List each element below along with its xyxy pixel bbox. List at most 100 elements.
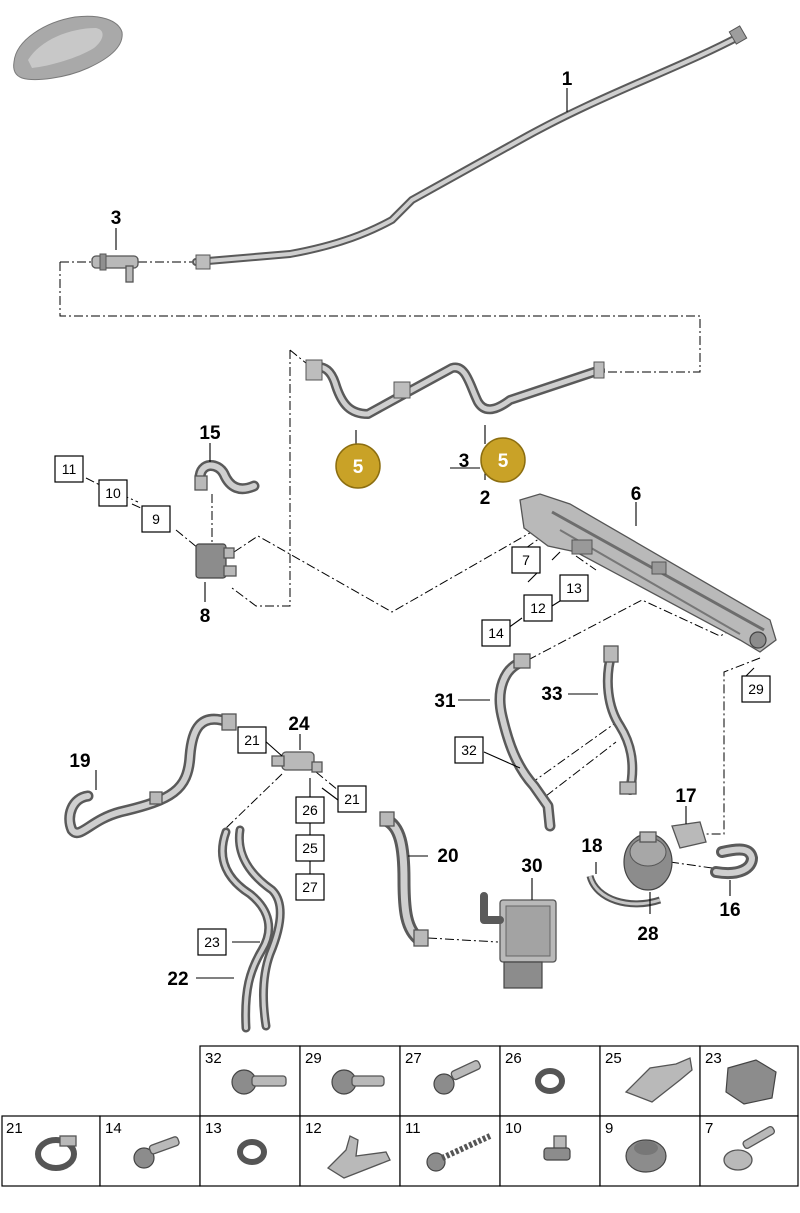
label-20: 20 xyxy=(437,846,458,867)
label-18: 18 xyxy=(581,836,602,857)
table-row-1: 32 29 27 26 25 23 xyxy=(199,1045,799,1117)
boxed-label-7: 7 xyxy=(511,546,541,574)
boxed-label-32: 32 xyxy=(454,736,484,764)
svg-text:29: 29 xyxy=(748,681,764,697)
label-30: 30 xyxy=(521,856,542,877)
cell-label: 27 xyxy=(405,1050,422,1067)
screw-icon xyxy=(331,1069,385,1095)
connection-lines xyxy=(59,261,761,943)
valve-8 xyxy=(195,543,237,579)
svg-text:10: 10 xyxy=(105,485,121,501)
sensor-icon xyxy=(624,1057,693,1103)
label-31: 31 xyxy=(434,691,456,712)
label-6: 6 xyxy=(631,484,642,505)
label-8: 8 xyxy=(200,606,211,627)
svg-text:14: 14 xyxy=(488,625,504,641)
hose-16 xyxy=(710,843,758,879)
boxed-label-29: 29 xyxy=(741,675,771,703)
boxed-label-11: 11 xyxy=(54,455,84,483)
boxed-labels: 11 10 9 7 13 12 14 29 32 21 21 26 25 27 … xyxy=(54,455,771,956)
leader-lines xyxy=(95,88,755,979)
svg-text:11: 11 xyxy=(62,461,77,477)
label-15: 15 xyxy=(199,423,221,444)
svg-text:32: 32 xyxy=(461,742,477,758)
hose-33 xyxy=(602,645,638,795)
label-33: 33 xyxy=(541,684,562,705)
label-2: 2 xyxy=(480,488,491,509)
screw-icon xyxy=(133,1136,180,1169)
pump-28 xyxy=(623,831,673,891)
coolant-rail-6 xyxy=(519,493,777,653)
svg-text:12: 12 xyxy=(530,600,546,616)
svg-text:21: 21 xyxy=(244,732,260,748)
label-3-group: 3 xyxy=(459,451,470,472)
svg-text:27: 27 xyxy=(302,879,318,895)
boxed-label-27: 27 xyxy=(295,873,325,901)
cell-label: 23 xyxy=(705,1050,722,1067)
svg-text:13: 13 xyxy=(566,580,582,596)
svg-text:26: 26 xyxy=(302,802,318,818)
label-19: 19 xyxy=(69,751,90,772)
table-row-2: 21 14 13 12 11 10 9 7 xyxy=(1,1115,799,1187)
nut-icon xyxy=(725,1059,777,1105)
label-16: 16 xyxy=(719,900,740,921)
car-silhouette-icon xyxy=(13,15,123,81)
bracket-bolt-icon xyxy=(326,1135,391,1179)
label-28: 28 xyxy=(637,924,658,945)
cell-label: 10 xyxy=(505,1120,522,1137)
boxed-label-14: 14 xyxy=(481,619,511,647)
parts-table: 32 29 27 26 25 23 21 14 13 xyxy=(1,1045,799,1187)
svg-text:5: 5 xyxy=(498,451,509,472)
boxed-label-25: 25 xyxy=(295,834,325,862)
self-tapping-screw-icon xyxy=(426,1133,492,1172)
heat-exchanger-30 xyxy=(480,892,557,989)
cell-label: 26 xyxy=(505,1050,522,1067)
svg-text:5: 5 xyxy=(353,457,364,478)
hose-19 xyxy=(64,713,237,839)
screw-icon xyxy=(433,1060,481,1095)
label-17: 17 xyxy=(675,786,696,807)
boxed-label-13: 13 xyxy=(559,574,589,602)
sealing-ring-icon xyxy=(237,1139,267,1165)
boxed-label-23: 23 xyxy=(197,928,227,956)
cell-label: 25 xyxy=(605,1050,622,1067)
boxed-label-9: 9 xyxy=(141,505,171,533)
hose-20 xyxy=(379,811,429,947)
part-labels: 1 3 3 2 6 15 8 31 33 24 19 17 18 20 30 1… xyxy=(69,69,740,990)
coolant-pipe-1 xyxy=(192,25,748,270)
svg-text:7: 7 xyxy=(522,552,530,568)
boxed-label-10: 10 xyxy=(98,479,128,507)
cell-label: 29 xyxy=(305,1050,322,1067)
bracket-17 xyxy=(671,821,707,849)
boxed-label-21a: 21 xyxy=(237,726,267,754)
label-22: 22 xyxy=(167,969,188,990)
cell-label: 32 xyxy=(205,1050,222,1067)
boxed-label-12: 12 xyxy=(523,594,553,622)
cell-label: 7 xyxy=(705,1120,713,1137)
cell-label: 14 xyxy=(105,1120,122,1137)
svg-text:23: 23 xyxy=(204,934,220,950)
washer-screw-icon xyxy=(723,1125,775,1171)
connector-3 xyxy=(91,253,139,283)
coolant-pipe-2 xyxy=(305,359,605,419)
hose-15 xyxy=(194,460,260,495)
cell-label: 11 xyxy=(405,1120,421,1137)
label-1: 1 xyxy=(562,69,573,90)
hose-clamp-icon xyxy=(35,1135,77,1171)
cell-label: 13 xyxy=(205,1120,222,1137)
svg-text:25: 25 xyxy=(302,840,318,856)
y-piece-24 xyxy=(271,751,323,773)
cell-label: 21 xyxy=(6,1120,23,1137)
bolt-icon xyxy=(543,1135,571,1161)
label-24: 24 xyxy=(288,714,310,735)
cell-label: 12 xyxy=(305,1120,322,1137)
svg-text:9: 9 xyxy=(152,511,160,527)
cell-label: 9 xyxy=(605,1120,613,1137)
screw-icon xyxy=(231,1069,287,1095)
label-3: 3 xyxy=(111,208,122,229)
callout-5b: 5 xyxy=(480,437,526,483)
sealing-ring-icon xyxy=(535,1068,565,1094)
hose-31 xyxy=(494,653,556,832)
callout-5a: 5 xyxy=(335,443,381,489)
svg-text:21: 21 xyxy=(344,791,360,807)
